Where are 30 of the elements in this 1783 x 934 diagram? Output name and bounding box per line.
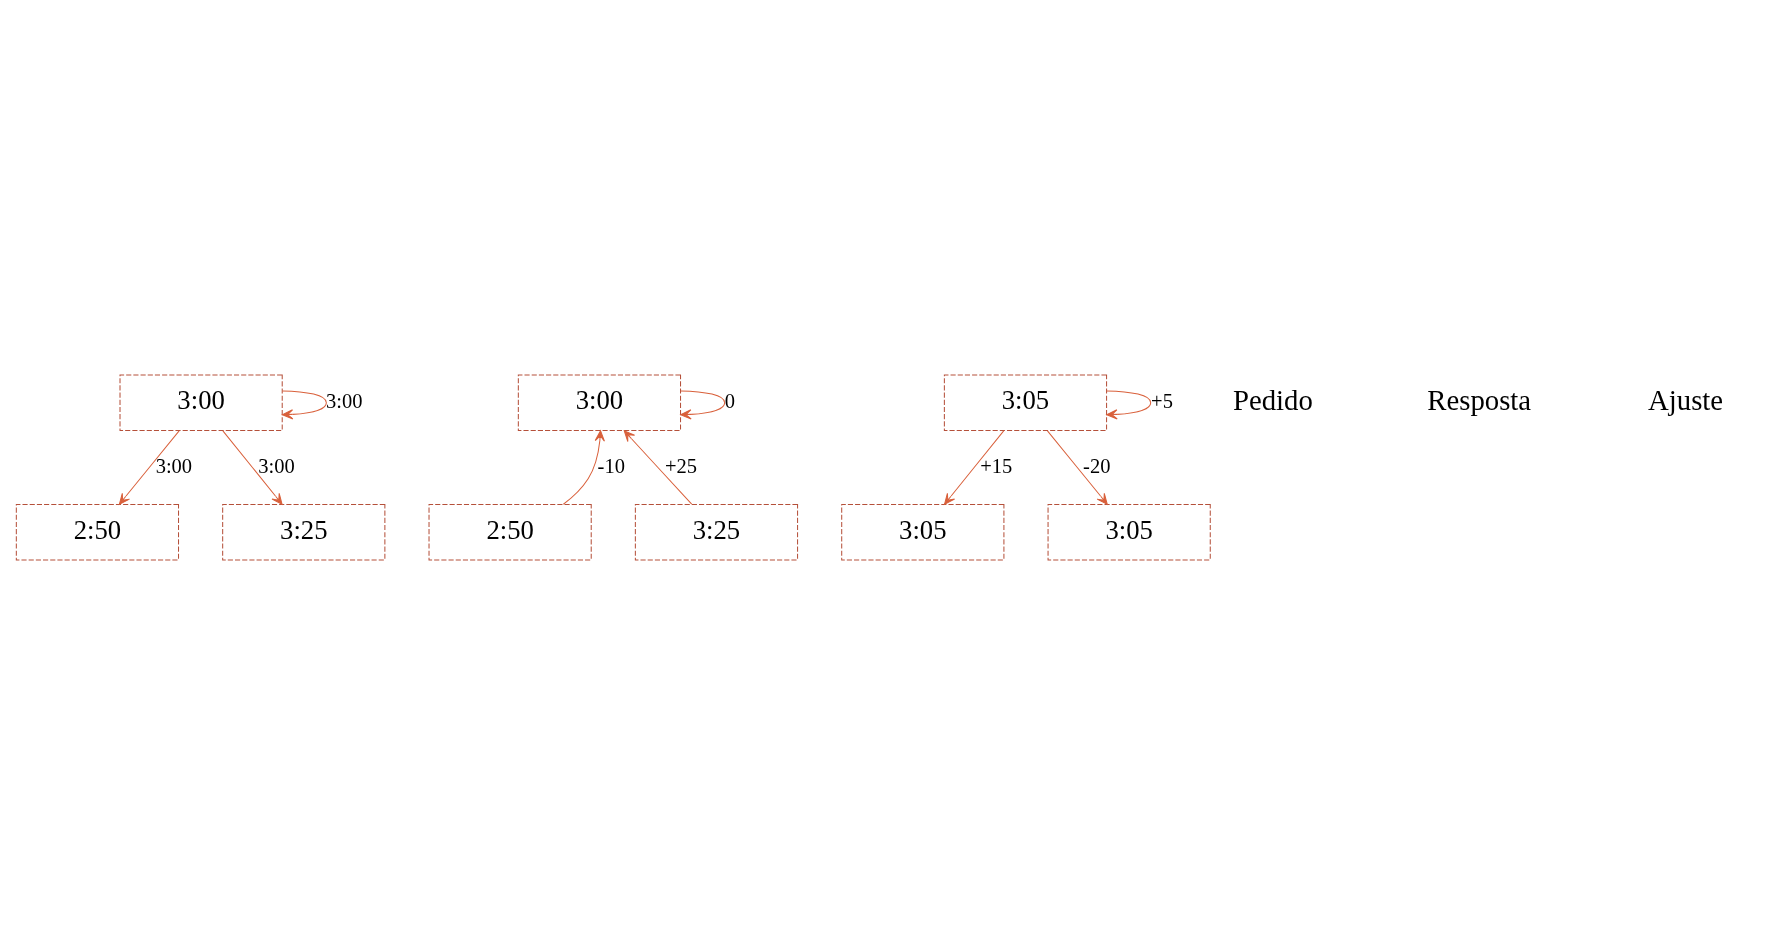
- edge-label: 3:00: [326, 389, 363, 412]
- node-box: 3:25: [222, 503, 386, 560]
- arrow: [281, 389, 327, 419]
- edge-label: +25: [665, 454, 698, 477]
- edge-label: +15: [980, 454, 1013, 477]
- edge-label: -10: [597, 454, 625, 477]
- arrow: [944, 429, 1005, 505]
- edge-label: 3:00: [155, 454, 193, 477]
- node-box: 2:50: [428, 503, 592, 560]
- edge-label: 3:00: [258, 454, 295, 477]
- node-box: 3:05: [841, 503, 1005, 560]
- node-box: 3:25: [634, 503, 799, 560]
- arrow: [118, 429, 180, 505]
- node-box: 3:05: [1047, 503, 1211, 560]
- edge-label: 0: [724, 389, 735, 412]
- label: Resposta: [1427, 383, 1532, 416]
- node-box: 2:50: [15, 503, 180, 560]
- arrow: [562, 429, 605, 505]
- node-box: 3:00: [119, 374, 283, 431]
- node-box: 3:05: [943, 374, 1108, 431]
- edge-label: +5: [1151, 389, 1173, 412]
- arrow: [623, 429, 693, 505]
- label: Ajuste: [1648, 383, 1724, 416]
- arrow: [222, 429, 283, 505]
- label: Pedido: [1232, 383, 1313, 416]
- arrow: [1046, 429, 1108, 505]
- node-box: 3:00: [517, 374, 682, 431]
- edge-label: -20: [1083, 454, 1111, 477]
- arrow: [680, 389, 726, 419]
- arrow: [1106, 389, 1152, 419]
